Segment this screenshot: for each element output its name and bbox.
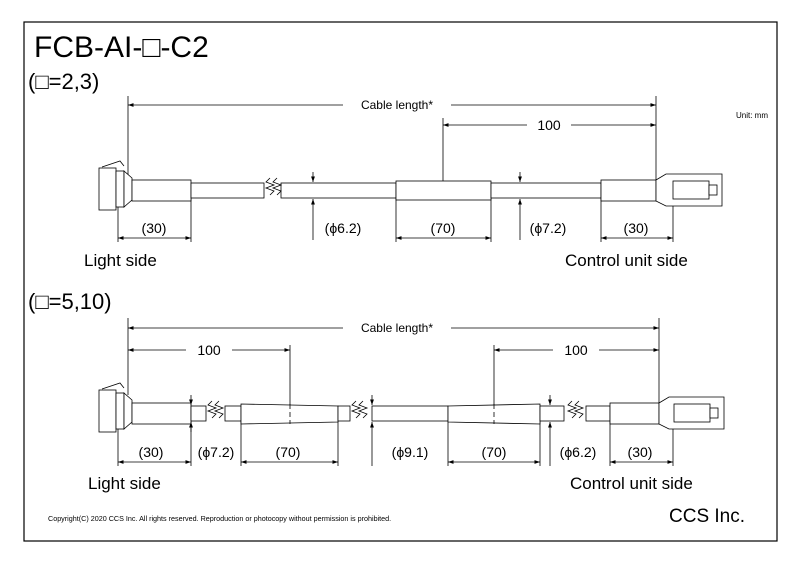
cable-hood-right (600, 179, 657, 202)
dim-100-left: 100 (197, 342, 221, 358)
dim-phi-7-2: (ϕ7.2) (530, 220, 567, 236)
light-side-label: Light side (84, 251, 157, 270)
section-5-10: (□=5,10) Cable length* 100 100 (28, 289, 725, 493)
dim-phi-6-2: (ϕ6.2) (560, 444, 597, 460)
cable-segment (585, 405, 611, 422)
dim-left-30: (30) (142, 220, 167, 236)
company-name: CCS Inc. (669, 506, 745, 527)
cable-segment (337, 405, 351, 422)
light-connector (98, 160, 133, 211)
unit-note: Unit: mm (736, 111, 768, 120)
dim-phi-7-2: (ϕ7.2) (198, 444, 235, 460)
dim-phi-6-2: (ϕ6.2) (325, 220, 362, 236)
section-heading: (□=5,10) (28, 289, 112, 314)
dim-100-right: 100 (564, 342, 588, 358)
drawing-border (23, 21, 778, 542)
section-heading: (□=2,3) (28, 69, 99, 94)
cable-hood-left (131, 402, 192, 425)
product-title: FCB-AI-□-C2 (34, 31, 209, 64)
cable-sleeve (240, 403, 339, 425)
cable-segment (539, 405, 565, 422)
dim-70: (70) (431, 220, 456, 236)
dim-right-30: (30) (624, 220, 649, 236)
cable-hood-left (131, 179, 192, 202)
cable-break-symbol (206, 400, 585, 419)
cable-segment (190, 182, 265, 199)
control-side-label: Control unit side (565, 251, 688, 270)
dim-70-b: (70) (482, 444, 507, 460)
control-side-label: Control unit side (570, 474, 693, 493)
dim-right-30: (30) (628, 444, 653, 460)
cable-segment (190, 405, 207, 422)
dim-left-30: (30) (139, 444, 164, 460)
dim-100-label: 100 (537, 117, 561, 133)
light-connector (98, 382, 133, 433)
dim-phi-9-1: (ϕ9.1) (392, 444, 429, 460)
control-connector (655, 173, 723, 207)
cable-length-label: Cable length* (361, 98, 433, 112)
cable-hood-right (609, 402, 660, 425)
cable-segment (224, 405, 242, 422)
light-side-label: Light side (88, 474, 161, 493)
dim-70-a: (70) (276, 444, 301, 460)
cable-segment (280, 182, 397, 199)
cable-segment (371, 405, 449, 422)
cable-sleeve (395, 180, 492, 201)
copyright-notice: Copyright(C) 2020 CCS Inc. All rights re… (48, 514, 391, 523)
cable-length-label: Cable length* (361, 321, 433, 335)
section-2-3: (□=2,3) Cable length* 100 (28, 69, 723, 270)
cable-break-symbol (264, 177, 283, 196)
cable-segment (490, 182, 602, 199)
control-connector (658, 396, 725, 430)
